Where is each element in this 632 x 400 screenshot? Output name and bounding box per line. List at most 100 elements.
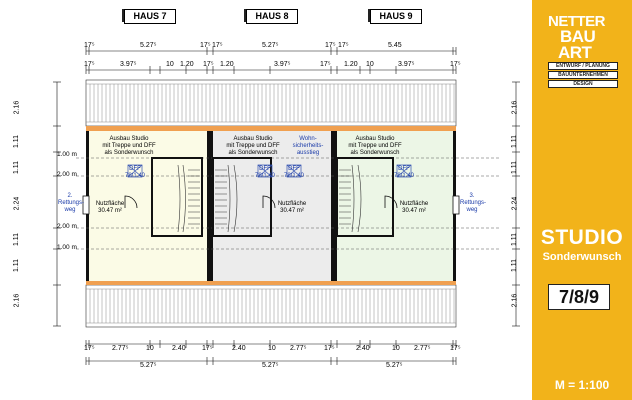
- dff-9: DFF 78/1.40: [391, 166, 417, 180]
- rettungsweg-right-l2: weg: [466, 207, 478, 213]
- dim-top2-10: 10: [366, 61, 374, 68]
- roof-hatch-bottom-lines: [86, 288, 456, 324]
- rettungsweg-left: 2. Rettungs- weg: [58, 193, 85, 214]
- dim-top2-2: 3.97⁵: [120, 61, 137, 68]
- dim-bot-3: 10: [146, 345, 154, 352]
- rettungsweg-left-l1: Rettungs-: [58, 200, 85, 206]
- house-numbers: 7/8/9: [548, 284, 610, 310]
- house7-room: [89, 131, 207, 281]
- dim-top2-6: 1.20: [220, 61, 234, 68]
- top-dim-lines: [86, 50, 456, 362]
- rettungsweg-right: 3. Rettungs- weg: [460, 193, 487, 214]
- dim-bot2-3: 5.27⁵: [386, 362, 403, 369]
- logo-line3: ART: [558, 43, 592, 62]
- dim-bot-12: 2.77⁵: [414, 345, 431, 352]
- height-label-1: 1.00 m: [57, 151, 77, 158]
- side-windows: [82, 195, 460, 215]
- studio-note-9: Ausbau Studio mit Treppe und DFF als Son…: [340, 136, 410, 157]
- wohnsicherheitsausstieg: Wohn- sicherheits- ausstieg: [286, 136, 330, 157]
- side-left-3: 1.11: [13, 160, 21, 175]
- studio-note-8-l2: mit Treppe und DFF: [226, 143, 280, 149]
- studio-note-9-l1: Ausbau Studio: [355, 136, 395, 142]
- side-dim-ticks: [53, 81, 520, 327]
- roof-hatch-top: [85, 79, 457, 127]
- side-left-6: 1.11: [13, 258, 21, 273]
- dff-8a-l1: DFF: [259, 166, 271, 172]
- side-left-1: 2.16: [13, 100, 21, 115]
- dim-top2-8: 17⁵: [320, 61, 331, 68]
- studio-note-9-l2: mit Treppe und DFF: [348, 143, 402, 149]
- height-label-4: 1.00 m: [57, 244, 77, 251]
- logo-band1: ENTWURF / PLANUNG: [548, 62, 618, 70]
- beam-top: [86, 126, 456, 131]
- logo-band2: BAUUNTERNEHMEN: [548, 71, 618, 79]
- studio-note-7-l1: Ausbau Studio: [109, 136, 149, 142]
- dff-7-l1: DFF: [129, 166, 141, 172]
- house9-room: [337, 131, 453, 281]
- dim-bot-11: 10: [392, 345, 400, 352]
- dim-top-1: 17⁵: [84, 42, 95, 49]
- dim-top2-3: 10: [166, 61, 174, 68]
- rettungsweg-right-l1: Rettungs-: [460, 200, 487, 206]
- dff-8b-l2: 78/1.40: [283, 173, 305, 179]
- studio-note-7-l2: mit Treppe und DFF: [102, 143, 156, 149]
- roof-hatch-top-lines: [86, 83, 456, 123]
- roof-hatch-bottom: [85, 284, 457, 328]
- side-left-7: 2.16: [13, 293, 21, 308]
- side-right-1: 2.16: [511, 100, 519, 115]
- side-left-4: 2.24: [13, 196, 21, 211]
- dim-bot-8: 2.77⁵: [290, 345, 307, 352]
- dff-7: DFF 78/1.40: [122, 166, 148, 180]
- dim-top-2: 5.27⁵: [140, 42, 157, 49]
- dim-top2-11: 3.97⁵: [398, 61, 415, 68]
- dim-bot-7: 10: [268, 345, 276, 352]
- stair-treads: [177, 164, 362, 233]
- side-left-5: 1.11: [13, 232, 21, 247]
- dim-bot-9: 17⁵: [324, 345, 335, 352]
- nutzflaeche-7-value: 30.47 m²: [98, 208, 122, 214]
- dff-9-l2: 78/1.40: [393, 173, 415, 179]
- dim-top2-1: 17⁵: [84, 61, 95, 68]
- nutzflaeche-8-value: 30.47 m²: [280, 208, 304, 214]
- wohn-l2: sicherheits-: [292, 143, 324, 149]
- dff-7-l2: 78/1.40: [124, 173, 146, 179]
- dff-9-l1: DFF: [398, 166, 410, 172]
- wohn-l1: Wohn-: [299, 136, 317, 142]
- dim-bot-1: 17⁵: [84, 345, 95, 352]
- side-left-2: 1.11: [13, 134, 21, 149]
- studio-note-8-l3: als Sonderwunsch: [228, 150, 278, 156]
- haus8-label: HAUS 8: [246, 9, 298, 24]
- side-right-4: 2.24: [511, 196, 519, 211]
- dff-windows: [127, 164, 412, 178]
- wohn-l3: ausstieg: [296, 150, 320, 156]
- dim-top-6: 17⁵: [325, 42, 336, 49]
- nutzflaeche-8: Nutzfläche 30.47 m²: [272, 201, 312, 215]
- height-label-2: 2.00 m: [57, 171, 77, 178]
- beam-bottom: [86, 281, 456, 285]
- dim-bot-2: 2.77⁵: [112, 345, 129, 352]
- nutzflaeche-8-label: Nutzfläche: [277, 201, 307, 207]
- plan-title: STUDIO: [540, 226, 624, 249]
- dim-bot-6: 2.40: [232, 345, 246, 352]
- dim-top-8: 5.45: [388, 42, 402, 49]
- dim-top2-12: 17⁵: [450, 61, 461, 68]
- rettungsweg-left-l2: weg: [64, 207, 76, 213]
- dim-top-7: 17⁵: [338, 42, 349, 49]
- company-logo: NETTER BAU ART ENTWURF / PLANUNG BAUUNTE…: [548, 12, 620, 88]
- nutzflaeche-9-label: Nutzfläche: [399, 201, 429, 207]
- nutzflaeche-7-label: Nutzfläche: [95, 201, 125, 207]
- dim-top2-9: 1.20: [344, 61, 358, 68]
- side-dim-lines: [56, 82, 517, 326]
- stairs: [151, 157, 394, 237]
- studio-note-7: Ausbau Studio mit Treppe und DFF als Son…: [94, 136, 164, 157]
- rettungsweg-left-num: 2.: [67, 193, 73, 199]
- side-right-2: 1.11: [511, 134, 519, 149]
- dim-bot2-2: 5.27⁵: [262, 362, 279, 369]
- dim-bot-10: 2.40: [356, 345, 370, 352]
- logo-line1: NETTER: [548, 13, 606, 30]
- logo-line2: BAU: [560, 27, 596, 46]
- dff-8b-l1: DFF: [288, 166, 300, 172]
- dim-top-4: 17⁵: [212, 42, 223, 49]
- dim-bot-5: 17⁵: [202, 345, 213, 352]
- studio-note-7-l3: als Sonderwunsch: [104, 150, 154, 156]
